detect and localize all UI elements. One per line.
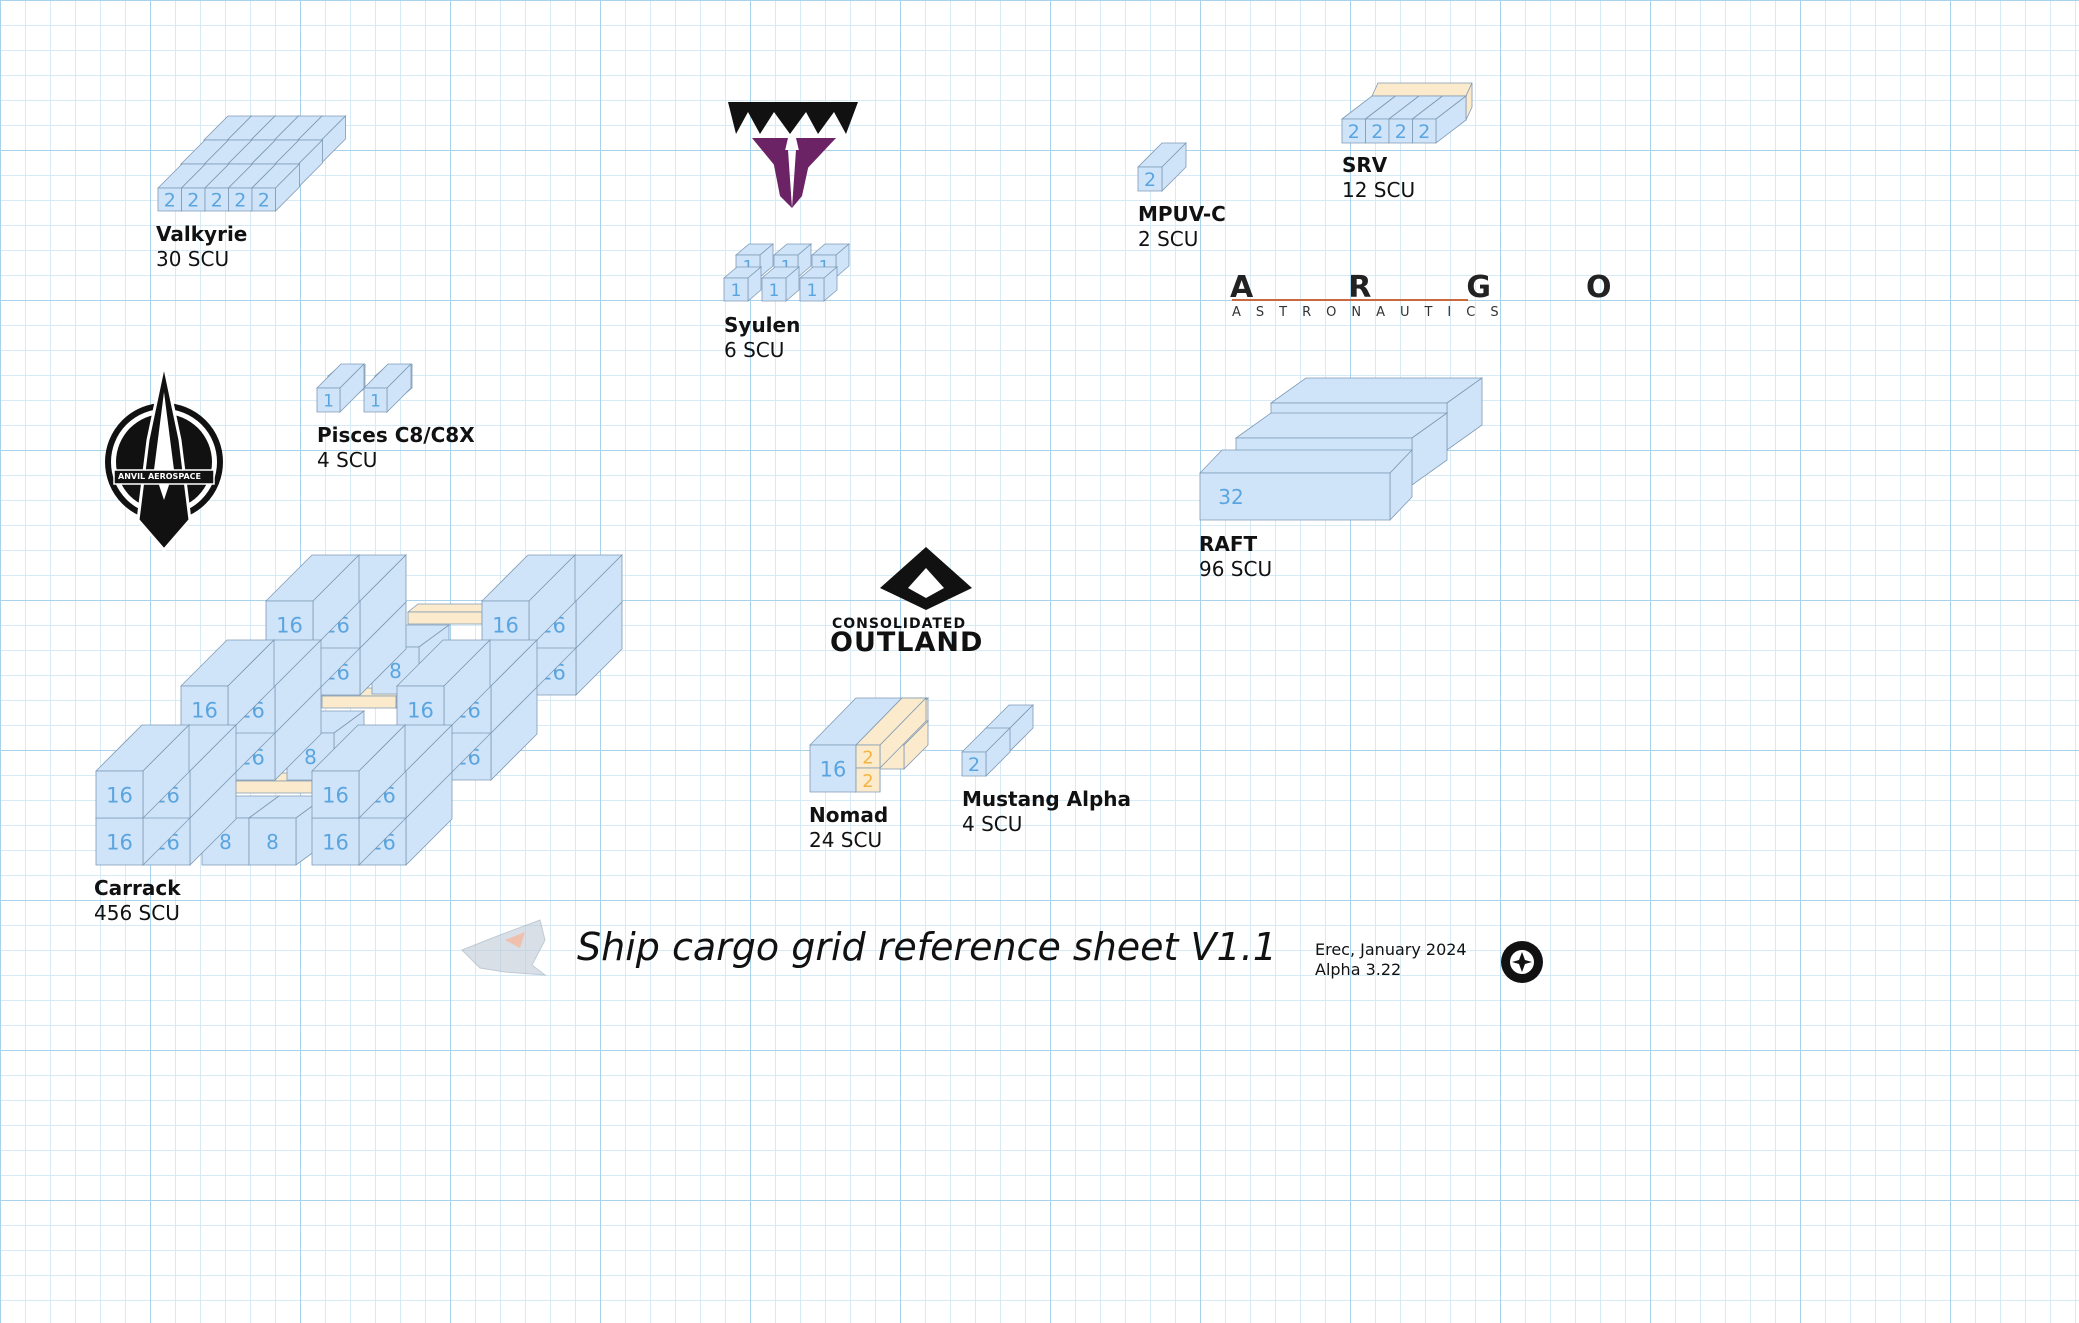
cargo-box-label: 2 <box>862 771 873 792</box>
ship-label-syulen: Syulen 6 SCU <box>724 313 800 363</box>
cargo-box-front <box>363 387 388 413</box>
ship-label-srv: SRV 12 SCU <box>1342 153 1415 203</box>
ship-name: Carrack <box>94 876 181 900</box>
cargo-box-front <box>855 767 881 793</box>
cargo-box-label: 16 <box>492 613 519 637</box>
consolidated-outland-emblem <box>880 547 972 610</box>
cargo-boxes: 2222211111122222113288161616161616161616… <box>95 82 1484 866</box>
ship-label-mpuv-c: MPUV-C 2 SCU <box>1138 202 1226 252</box>
ship-capacity: 4 SCU <box>317 448 378 472</box>
ship-label-carrack: Carrack 456 SCU <box>94 876 181 926</box>
ship-capacity: 30 SCU <box>156 247 230 271</box>
cargo-box-label: 16 <box>322 830 349 854</box>
cargo-box-label: 16 <box>322 783 349 807</box>
cargo-box-label: 16 <box>106 783 133 807</box>
cargo-box-top <box>1199 449 1413 474</box>
credit-version: Alpha 3.22 <box>1315 960 1402 979</box>
ship-capacity: 4 SCU <box>962 812 1023 836</box>
ship-name: Valkyrie <box>156 222 248 246</box>
cargo-box-label: 2 <box>187 190 199 212</box>
credit-author: Erec, January 2024 <box>1315 940 1467 959</box>
cargo-box-label: 2 <box>164 190 176 212</box>
cargo-box-front <box>761 277 787 302</box>
anvil-logo <box>105 363 223 553</box>
cargo-box-label: 2 <box>1144 169 1156 191</box>
cargo-box-front <box>1412 118 1437 144</box>
ship-label-pisces: Pisces C8/C8X 4 SCU <box>317 423 475 473</box>
cargo-box-label: 8 <box>389 659 402 683</box>
argo-logo-subtitle: ASTRONAUTICS <box>1232 305 1514 320</box>
ship-capacity: 12 SCU <box>1342 178 1416 202</box>
cargo-box-label: 2 <box>1371 121 1383 143</box>
cargo-box-label: 1 <box>807 281 818 301</box>
ship-name: Mustang Alpha <box>962 787 1132 811</box>
cargo-box-front <box>723 277 749 302</box>
cargo-box-label: 8 <box>304 745 317 769</box>
cargo-box-front <box>311 770 360 819</box>
cargo-box-label: 2 <box>1348 121 1360 143</box>
cargo-box-front <box>1199 472 1391 521</box>
cargo-box-top <box>406 603 494 613</box>
cargo-box-label: 32 <box>1218 485 1243 509</box>
cargo-box-label: 2 <box>211 190 223 212</box>
cargo-box-label: 2 <box>1418 121 1430 143</box>
cargo-box-label: 1 <box>323 391 334 411</box>
cargo-box-label: 1 <box>769 281 780 301</box>
cargo-box-label: 2 <box>968 754 980 776</box>
cargo-box-front <box>316 387 341 413</box>
drake-logo <box>728 102 858 208</box>
cargo-box-label: 2 <box>862 747 873 768</box>
ship-capacity: 6 SCU <box>724 338 785 362</box>
cargo-box-label: 8 <box>219 830 232 854</box>
anvil-logo-text: ANVIL AEROSPACE <box>118 472 201 481</box>
made-by-community-seal <box>1501 941 1543 983</box>
credit-block: Erec, January 2024 Alpha 3.22 <box>1315 940 1467 980</box>
ship-capacity: 456 SCU <box>94 901 180 925</box>
ship-label-valkyrie: Valkyrie 30 SCU <box>156 222 247 272</box>
ship-label-raft: RAFT 96 SCU <box>1199 532 1272 582</box>
cargo-box-label: 2 <box>1395 121 1407 143</box>
cargo-box-label: 16 <box>191 698 218 722</box>
cargo-box-front <box>248 817 297 866</box>
consolidated-logo-top: CONSOLIDATED <box>832 616 967 632</box>
cargo-box-label: 8 <box>266 830 279 854</box>
cargo-box-label: 16 <box>106 830 133 854</box>
cargo-box-label: 2 <box>258 190 270 212</box>
argo-underline <box>1232 299 1468 301</box>
cargo-box-front <box>961 751 987 777</box>
ship-name: SRV <box>1342 153 1388 177</box>
cargo-box-top <box>1234 412 1449 439</box>
ship-name: RAFT <box>1199 532 1258 556</box>
cargo-box-front <box>321 695 397 709</box>
ship-name: Nomad <box>809 803 889 827</box>
ship-capacity: 24 SCU <box>809 828 883 852</box>
argo-logo-word: ARGO <box>1230 270 1707 305</box>
cargo-box-label: 2 <box>234 190 246 212</box>
cargo-grid-canvas: 2222211111122222113288161616161616161616… <box>95 82 1543 983</box>
cargo-box-label: 1 <box>370 391 381 411</box>
ship-label-nomad: Nomad 24 SCU <box>809 803 888 853</box>
cargo-box-label: 16 <box>820 757 847 781</box>
cargo-box-top <box>1269 377 1484 404</box>
ship-name: Pisces C8/C8X <box>317 423 475 447</box>
cargo-box-front <box>95 770 144 819</box>
cargo-box-label: 1 <box>731 281 742 301</box>
ship-silhouette-icon <box>461 919 547 976</box>
ship-name: MPUV-C <box>1138 202 1226 226</box>
cargo-box-label: 16 <box>407 698 434 722</box>
page-title: Ship cargo grid reference sheet V1.1 <box>577 925 1277 969</box>
cargo-box-front <box>251 187 276 212</box>
cargo-box-top <box>1371 82 1473 97</box>
cargo-box-label: 16 <box>276 613 303 637</box>
cargo-box-front <box>799 277 825 302</box>
cargo-box-front <box>407 611 483 625</box>
cargo-box-front <box>1137 166 1163 192</box>
ship-capacity: 2 SCU <box>1138 227 1199 251</box>
ship-name: Syulen <box>724 313 801 337</box>
ship-capacity: 96 SCU <box>1199 557 1273 581</box>
ship-label-mustang: Mustang Alpha 4 SCU <box>962 787 1131 837</box>
cargo-box-front <box>231 780 313 794</box>
consolidated-logo-bottom: OUTLAND <box>830 627 984 658</box>
